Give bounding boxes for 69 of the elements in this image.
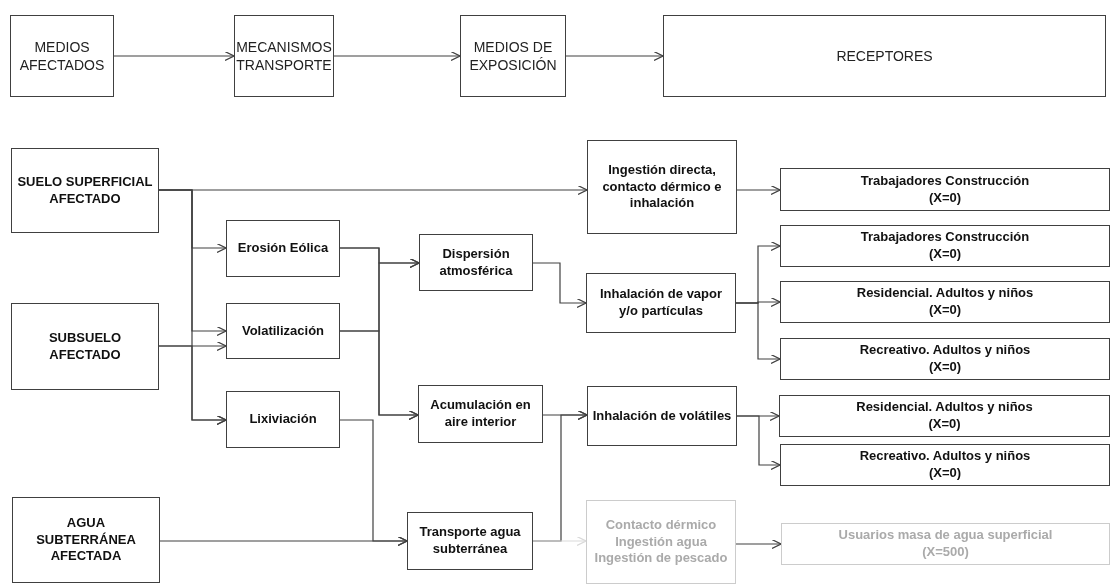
process-box <box>11 148 159 233</box>
arrow <box>339 330 419 421</box>
node-text: (X=0) <box>928 302 962 319</box>
node-text: AGUA SUBTERRÁNEA AFECTADA <box>35 514 137 566</box>
arrow <box>159 535 408 547</box>
process-box <box>419 234 533 291</box>
process-box <box>587 386 737 446</box>
node-text: Acumulación en aire interior <box>429 397 532 431</box>
arrow <box>333 50 461 62</box>
node-text: Residencial. Adultos y niños <box>856 285 1034 302</box>
process-box <box>780 444 1110 486</box>
process-box <box>226 303 340 359</box>
arrow <box>158 345 227 426</box>
node-text: MEDIOS DE EXPOSICIÓN <box>468 37 558 75</box>
arrow <box>736 184 781 196</box>
node-text: Trabajadores Construcción <box>860 172 1030 190</box>
process-box <box>12 497 160 583</box>
process-box <box>586 273 736 333</box>
node-text: MECANISMOS TRANSPORTE <box>236 37 332 75</box>
process-box <box>780 281 1110 323</box>
process-box <box>226 220 340 277</box>
process-box <box>587 140 737 234</box>
node-text: Transporte agua subterránea <box>418 524 522 558</box>
node-text: (X=500) <box>922 544 969 561</box>
header-box <box>234 15 334 97</box>
node-text: Recreativo. Adultos y niños <box>859 448 1031 465</box>
arrow <box>532 262 587 309</box>
node-text: Inhalación de vapor y/o partículas <box>598 286 724 320</box>
node-text: (X=0) <box>928 359 962 376</box>
node-text: Ingestión de pescado <box>594 550 728 568</box>
muted-box <box>586 500 736 584</box>
arrow <box>735 302 781 365</box>
arrow <box>532 535 587 547</box>
muted-box <box>781 523 1110 565</box>
node-text: Recreativo. Adultos y niños <box>859 342 1031 359</box>
process-box <box>226 391 340 448</box>
node-text: Inhalación de volátiles <box>592 407 732 425</box>
process-box <box>780 225 1110 267</box>
process-box <box>11 303 159 390</box>
node-text: Contacto dérmico <box>605 516 717 534</box>
node-text: SUELO SUPERFICIAL AFECTADO <box>16 173 154 208</box>
header-box <box>663 15 1106 97</box>
process-box <box>780 338 1110 380</box>
node-text: Ingestión directa, contacto dérmico e inhalación <box>601 161 723 213</box>
node-text: (X=0) <box>928 416 961 433</box>
arrow <box>565 50 664 62</box>
arrow <box>113 50 235 62</box>
header-box <box>460 15 566 97</box>
node-text: (X=0) <box>928 465 962 482</box>
node-text: MEDIOS AFECTADOS <box>18 37 106 75</box>
node-text: Ingestión agua <box>615 533 707 551</box>
process-box <box>779 395 1110 437</box>
arrow <box>736 415 781 471</box>
node-text: Trabajadores Construcción <box>860 229 1030 246</box>
node-text: (X=0) <box>928 246 962 263</box>
node-text: Volatilización <box>241 322 325 340</box>
node-text: Usuarios masa de agua superficial <box>838 527 1053 544</box>
process-box <box>780 168 1110 211</box>
process-box <box>407 512 533 570</box>
node-text: Residencial. Adultos y niños <box>856 399 1033 416</box>
node-text: Dispersión atmosférica <box>438 245 514 280</box>
node-text: RECEPTORES <box>836 46 933 66</box>
arrow <box>735 538 782 550</box>
node-text: (X=0) <box>928 189 962 207</box>
node-text: Lixiviación <box>249 411 317 428</box>
node-text: SUBSUELO AFECTADO <box>47 329 123 364</box>
process-box <box>418 385 543 443</box>
node-text: Erosión Eólica <box>237 240 329 257</box>
header-box <box>10 15 114 97</box>
